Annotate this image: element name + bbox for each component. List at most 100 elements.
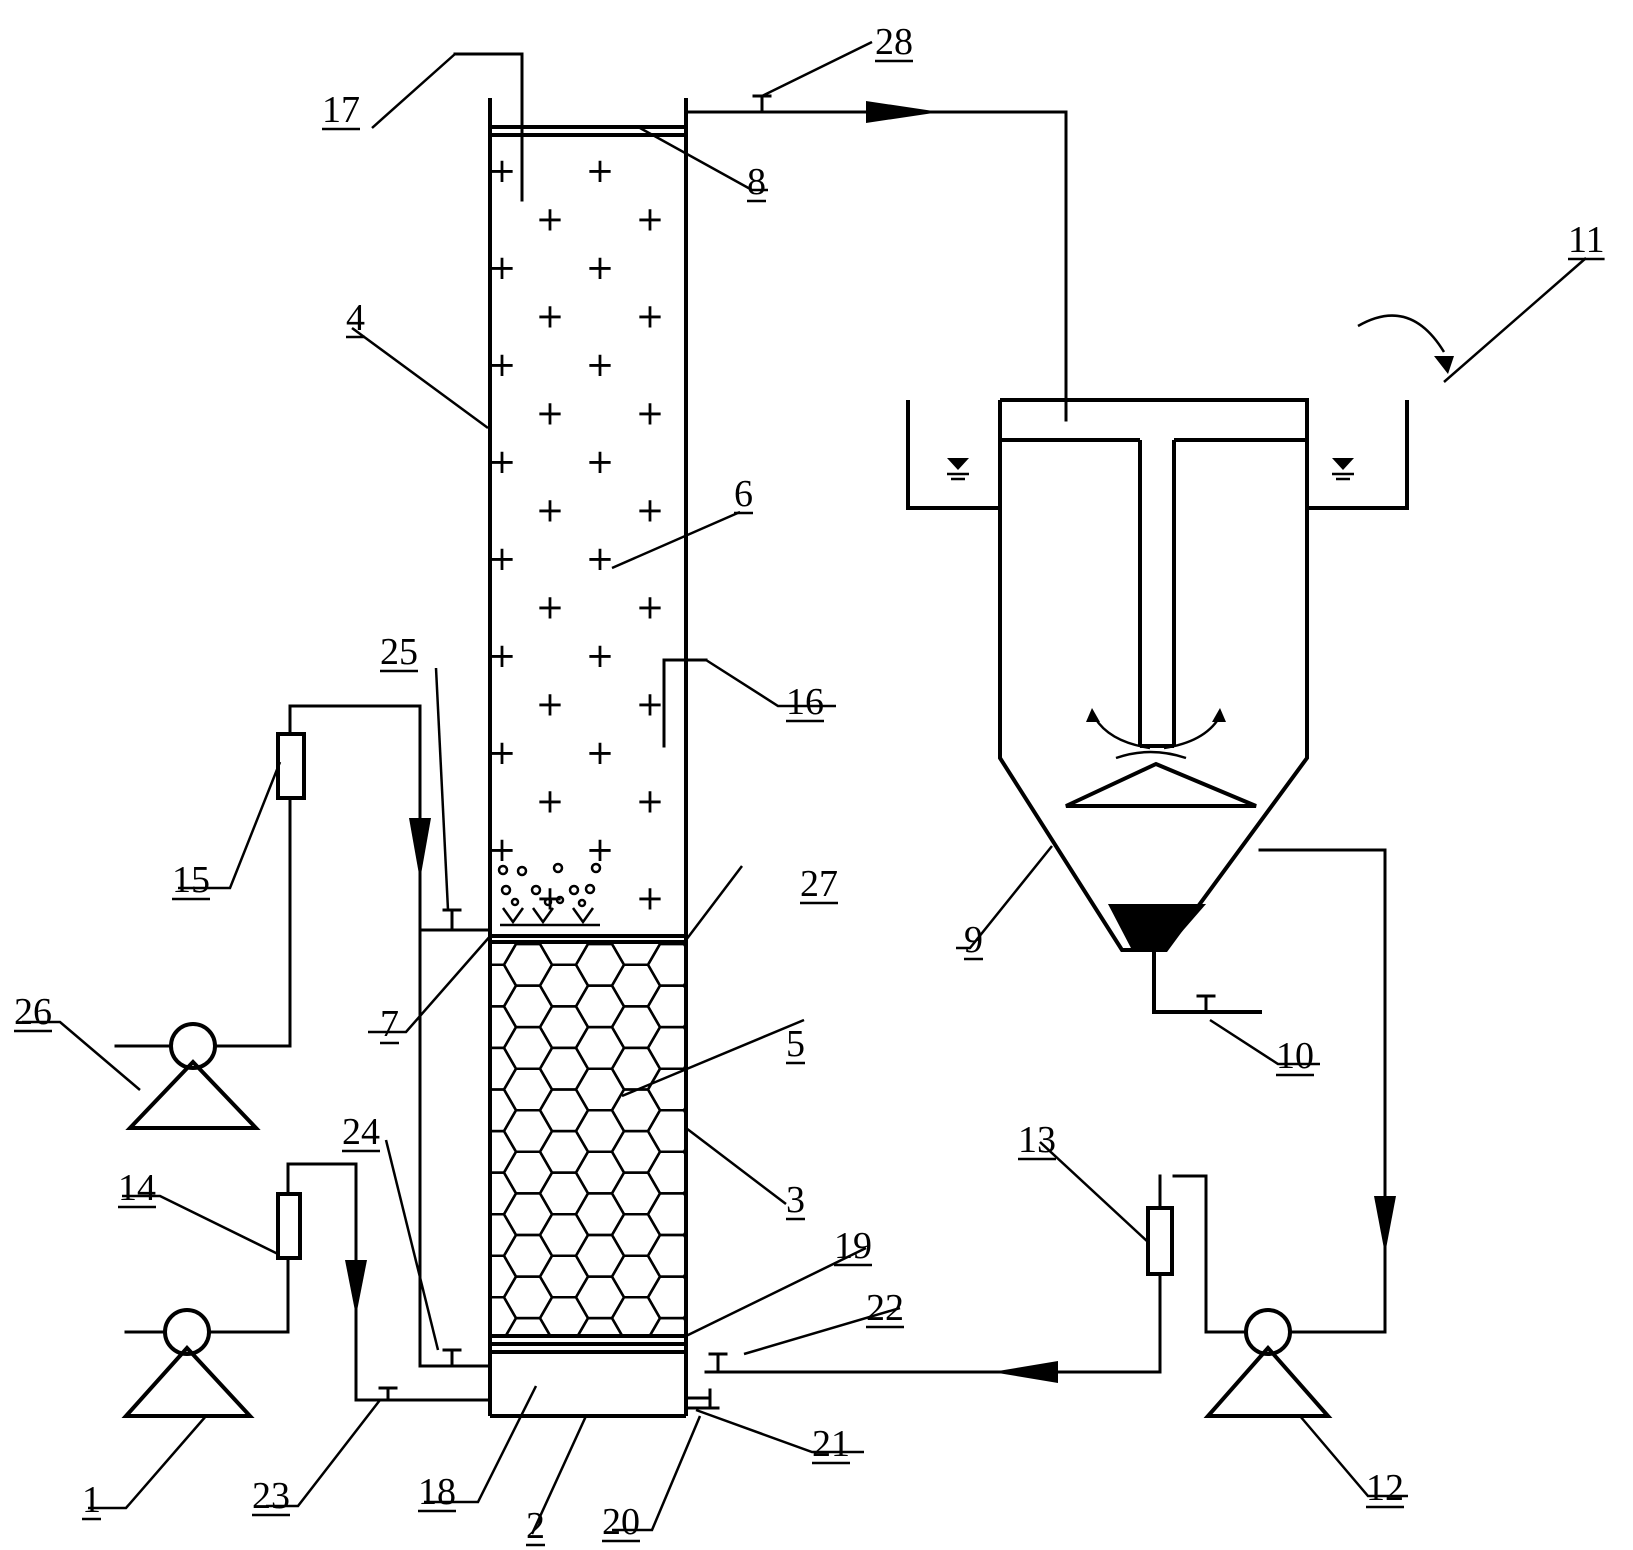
label-2: 2 [526, 1505, 545, 1547]
hex-cell [646, 1275, 684, 1320]
label-14: 14 [118, 1167, 156, 1209]
hex-cell [432, 1193, 480, 1235]
label-6: 6 [734, 473, 753, 515]
packing-plus: + [636, 685, 665, 725]
packing-plus: + [636, 297, 665, 337]
packing-plus: + [636, 879, 665, 919]
packing-plus: + [636, 782, 665, 822]
packing-plus: + [586, 539, 615, 579]
hex-cell [432, 1318, 480, 1360]
label-24: 24 [342, 1111, 380, 1153]
label-21: 21 [812, 1423, 850, 1465]
hex-cell [682, 1107, 684, 1113]
hex-cell [432, 1110, 480, 1152]
label-18: 18 [418, 1471, 456, 1513]
hex-cell [432, 1027, 480, 1069]
label-19: 19 [834, 1225, 872, 1267]
hex-cell [432, 1235, 480, 1277]
water-level-icon [947, 458, 969, 481]
label-17: 17 [322, 89, 360, 131]
reactor-column [488, 98, 688, 1418]
flowmeter-14 [276, 1162, 492, 1402]
packing-plus: + [488, 151, 517, 191]
hex-cell [646, 1192, 684, 1237]
label-26: 26 [14, 991, 52, 1033]
packing-plus: + [536, 588, 565, 628]
hex-cell [646, 984, 684, 1029]
packing-plus: + [586, 733, 615, 773]
label-11: 11 [1568, 219, 1605, 261]
hex-cell [646, 944, 684, 987]
packing-plus: + [636, 394, 665, 434]
sludge-outlet [1152, 950, 1262, 1014]
reference-numerals: 28 17 8 11 4 6 25 16 15 27 9 26 7 5 10 2… [14, 21, 1605, 1547]
label-1: 1 [82, 1479, 101, 1521]
label-20: 20 [602, 1501, 640, 1543]
hex-cell [648, 1360, 696, 1402]
packing-plus: + [488, 539, 517, 579]
packing-plus: + [636, 200, 665, 240]
label-22: 22 [866, 1287, 904, 1329]
label-27: 27 [800, 863, 838, 905]
hex-cell [682, 983, 684, 989]
packing-plus: + [488, 442, 517, 482]
packing-plus: + [488, 345, 517, 385]
label-25: 25 [380, 631, 418, 673]
hex-cell [682, 1190, 684, 1196]
packing-plus: + [536, 685, 565, 725]
packing-plus: + [488, 733, 517, 773]
hex-cell [682, 1274, 684, 1280]
label-23: 23 [252, 1475, 290, 1517]
flowmeter-13 [704, 1174, 1174, 1383]
packing-plus: + [586, 830, 615, 870]
label-4: 4 [346, 297, 365, 339]
label-3: 3 [786, 1179, 805, 1221]
label-10: 10 [1276, 1035, 1314, 1077]
hex-cell [682, 944, 684, 947]
label-13: 13 [1018, 1119, 1056, 1161]
hex-cell [432, 986, 480, 1028]
flow-arrow [866, 101, 940, 123]
packing-plus: + [536, 491, 565, 531]
hex-cell [682, 1232, 684, 1238]
pipe-16 [662, 658, 708, 748]
packing-plus: + [488, 830, 517, 870]
pipe-17 [453, 52, 524, 202]
suspended-packing: ++++++++++++++++++++++++++++++++ [488, 151, 665, 919]
hex-cell [432, 1069, 480, 1111]
hex-cell [432, 1152, 480, 1194]
hex-cell [646, 1067, 684, 1112]
recycle-line [1258, 848, 1396, 1334]
packing-plus: + [636, 491, 665, 531]
label-12: 12 [1366, 1467, 1404, 1509]
packing-plus: + [536, 394, 565, 434]
packing-plus: + [488, 636, 517, 676]
settling-tank [906, 398, 1409, 952]
label-9: 9 [964, 919, 983, 961]
rotation-arrow-icon [1357, 314, 1446, 353]
hex-cell [646, 1025, 684, 1070]
label-5: 5 [786, 1023, 805, 1065]
label-28: 28 [875, 21, 913, 63]
packing-plus: + [536, 200, 565, 240]
water-level-icon [1332, 458, 1354, 481]
leader-lines [22, 40, 1587, 1535]
drain-valve [684, 1388, 720, 1410]
pump-1-icon [121, 1258, 290, 1418]
packing-plus: + [536, 782, 565, 822]
packing-plus: + [488, 248, 517, 288]
hex-cell [646, 1233, 684, 1278]
packing-plus: + [536, 297, 565, 337]
hex-cell [682, 1024, 684, 1030]
hex-cell [684, 1339, 732, 1381]
hex-cell [682, 1149, 684, 1155]
label-15: 15 [172, 859, 210, 901]
packing-plus: + [636, 588, 665, 628]
packing-plus: + [586, 636, 615, 676]
effluent-line [684, 94, 1068, 422]
aeration-diffusers [497, 862, 602, 927]
packing-plus: + [586, 151, 615, 191]
hex-cell [504, 1360, 552, 1402]
hex-cell [576, 1360, 624, 1402]
